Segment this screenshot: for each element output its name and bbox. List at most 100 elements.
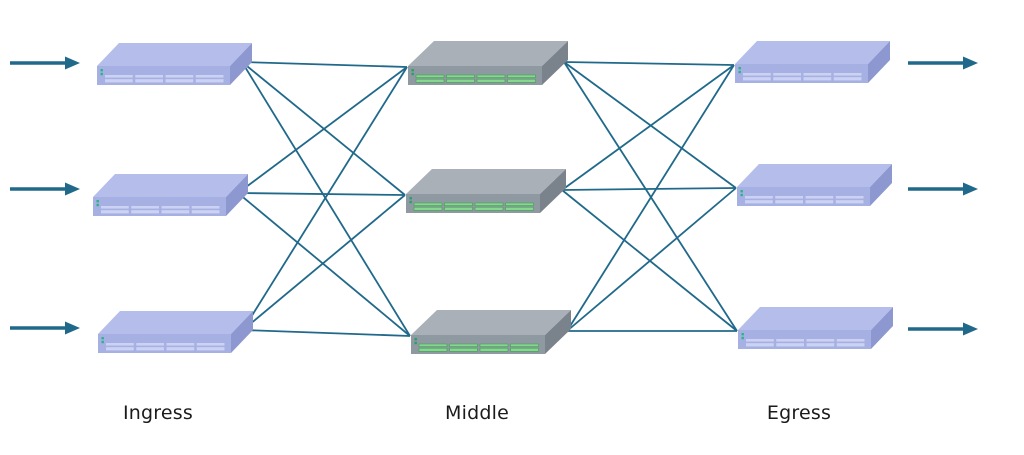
switch-side-face (226, 174, 248, 216)
port-stripe (418, 347, 448, 352)
port-stripe (195, 75, 224, 78)
status-led-icon (741, 336, 744, 340)
port-stripe (803, 77, 832, 81)
port-stripe (101, 210, 129, 214)
switch-side-face (542, 41, 568, 85)
arrow-head-icon (963, 182, 978, 196)
status-led-icon (100, 69, 103, 72)
switch-egress-2 (737, 164, 892, 206)
switch-ingress-3 (98, 311, 253, 353)
port-stripe (776, 343, 804, 347)
status-led-icon (96, 203, 99, 207)
link-middle-2-egress-1 (561, 64, 735, 191)
status-led-icon (409, 197, 412, 200)
port-stripe (191, 206, 220, 209)
status-led-icon (96, 200, 99, 203)
port-stripe (805, 196, 834, 199)
port-stripe (775, 200, 803, 204)
switch-side-face (230, 43, 252, 85)
port-stripe (743, 73, 771, 76)
status-led-icon (409, 200, 412, 204)
status-led-icon (411, 69, 414, 72)
output-arrow-1 (908, 56, 978, 70)
port-stripe (131, 206, 159, 209)
switch-middle-3 (411, 310, 571, 354)
output-arrow-3 (908, 322, 978, 336)
port-stripe (165, 75, 194, 78)
status-led-icon (101, 340, 104, 344)
switch-side-face (870, 164, 892, 206)
port-stripe (803, 73, 832, 76)
switch-top-face (408, 41, 568, 66)
port-stripe (507, 78, 536, 83)
switch-top-face (98, 311, 253, 334)
link-ingress-3-middle-2 (242, 194, 406, 331)
port-stripe (805, 200, 834, 204)
switch-top-face (738, 307, 893, 330)
port-stripe (136, 343, 164, 346)
status-led-icon (101, 337, 104, 340)
switch-egress-1 (735, 41, 890, 83)
port-stripe (479, 343, 509, 347)
port-stripe (106, 347, 134, 351)
arrow-head-icon (963, 322, 978, 336)
status-led-icon (100, 72, 103, 76)
port-stripe (105, 75, 133, 78)
stage-label-middle: Middle (445, 402, 509, 424)
link-ingress-3-middle-3 (242, 329, 411, 337)
port-stripe (105, 79, 133, 83)
port-stripe (775, 196, 803, 199)
port-stripe (135, 75, 163, 78)
port-stripe (505, 202, 534, 206)
port-stripe (131, 210, 159, 214)
output-arrow-2 (908, 182, 978, 196)
status-led-icon (411, 72, 414, 76)
port-stripe (166, 343, 195, 346)
port-stripe (165, 79, 194, 83)
port-stripe (136, 347, 164, 351)
port-stripe (476, 74, 506, 78)
link-middle-1-egress-1 (563, 61, 735, 66)
port-stripe (833, 73, 862, 76)
status-led-icon (414, 341, 417, 345)
input-arrow-2 (10, 182, 80, 196)
port-stripe (444, 202, 473, 206)
port-stripe (833, 77, 862, 81)
port-stripe (446, 74, 475, 78)
switch-top-face (93, 174, 248, 197)
link-middle-2-egress-2 (561, 187, 737, 191)
port-stripe (505, 206, 534, 211)
switch-ingress-2 (93, 174, 248, 216)
status-led-icon (738, 70, 741, 74)
port-stripe (476, 78, 506, 83)
port-stripe (413, 202, 443, 206)
switch-side-face (540, 169, 566, 213)
status-led-icon (738, 67, 741, 70)
input-arrow-1 (10, 56, 80, 70)
arrow-head-icon (65, 182, 80, 196)
port-stripe (135, 79, 163, 83)
switch-side-face (871, 307, 893, 349)
port-stripe (106, 343, 134, 346)
switch-top-face (97, 43, 252, 66)
link-ingress-2-middle-3 (237, 192, 411, 337)
input-arrow-3 (10, 321, 80, 335)
port-stripe (413, 206, 443, 211)
stage-label-egress: Egress (766, 402, 832, 424)
port-stripe (161, 210, 190, 214)
port-stripe (474, 202, 504, 206)
switch-ingress-1 (97, 43, 252, 85)
stage-label-ingress: Ingress (123, 402, 193, 424)
port-stripe (510, 347, 539, 352)
port-stripe (773, 73, 801, 76)
port-stripe (806, 343, 835, 347)
port-stripe (743, 77, 771, 81)
port-stripe (444, 206, 473, 211)
port-stripe (449, 347, 478, 352)
port-stripe (746, 343, 774, 347)
status-led-icon (414, 338, 417, 341)
status-led-icon (741, 333, 744, 336)
port-stripe (507, 74, 536, 78)
status-led-icon (740, 190, 743, 193)
